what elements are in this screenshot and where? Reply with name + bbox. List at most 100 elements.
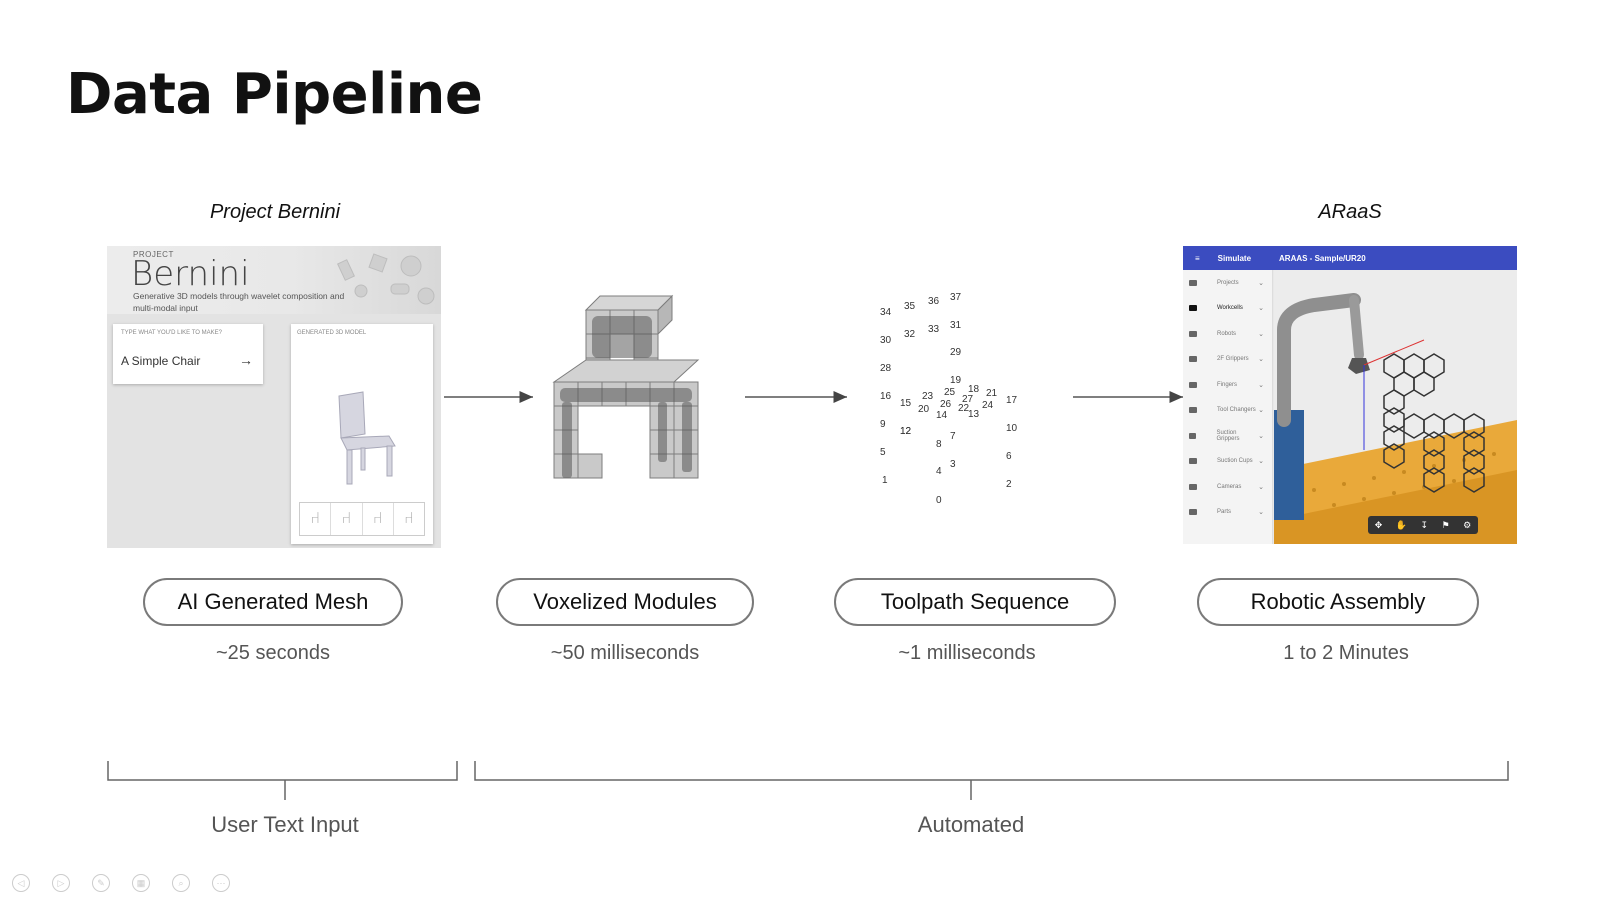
chevron-down-icon: ⌄ <box>1258 483 1264 491</box>
sidebar-item[interactable]: Suction Cups ⌄ <box>1183 449 1272 475</box>
bernini-model-header: GENERATED 3D MODEL <box>297 330 367 336</box>
simulate-label: Simulate <box>1217 253 1252 263</box>
down-arrow-icon[interactable]: ↧ <box>1420 519 1429 530</box>
toolpath-step-number: 29 <box>950 347 962 358</box>
sidebar-item[interactable]: Cameras⌄ <box>1183 474 1272 500</box>
folder-icon <box>1189 330 1197 337</box>
folder-icon <box>1189 509 1197 516</box>
settings-icon[interactable]: ⚙ <box>1463 519 1472 530</box>
chair-thumb-icon: ⑁ <box>404 510 414 527</box>
toolpath-step-number: 8 <box>936 439 942 450</box>
user-input-bracket <box>107 761 458 800</box>
chevron-down-icon: ⌄ <box>1258 458 1264 466</box>
decorative-shapes-icon <box>337 253 435 305</box>
chevron-down-icon: ⌄ <box>1258 509 1264 517</box>
toolpath-step-number: 23 <box>922 391 934 402</box>
chevron-down-icon: ⌄ <box>1258 305 1264 313</box>
toolpath-step-number: 26 <box>940 399 952 410</box>
toolpath-step-number: 28 <box>880 363 892 374</box>
folder-icon <box>1189 432 1197 439</box>
bernini-project-tag: PROJECT <box>133 250 174 259</box>
scene-toolbar[interactable]: ✥ ✋ ↧ ⚑ ⚙ <box>1368 516 1478 534</box>
sidebar-item[interactable]: 2F Grippers⌄ <box>1183 347 1272 373</box>
sidebar-item[interactable]: Tool Changers⌄ <box>1183 398 1272 424</box>
sidebar-item-label: Parts <box>1217 509 1232 516</box>
sidebar-item-label: Fingers <box>1217 381 1238 388</box>
folder-icon <box>1189 407 1197 414</box>
toolpath-step-number: 10 <box>1006 423 1018 434</box>
page-title: Data Pipeline <box>66 62 483 127</box>
toolpath-step-number: 32 <box>904 329 916 340</box>
sidebar-item-label: Suction Cups <box>1217 458 1253 465</box>
toolpath-step-number: 16 <box>880 391 892 402</box>
move-icon[interactable]: ✥ <box>1374 519 1383 530</box>
zoom-icon[interactable]: ⌕ <box>172 874 190 892</box>
toolpath-step-number: 17 <box>1006 395 1018 406</box>
step-pill-ai-mesh: AI Generated Mesh <box>143 578 403 626</box>
toolpath-step-number: 37 <box>950 292 962 303</box>
araas-screenshot: ≡ Simulate ARAAS - Sample/UR20 Projects⌄… <box>1183 246 1517 544</box>
step-time: ~1 milliseconds <box>898 642 1036 664</box>
arrow-right-icon: → <box>239 352 253 368</box>
chair-model-icon <box>338 391 396 485</box>
step-label: Toolpath Sequence <box>880 589 1070 614</box>
chevron-down-icon: ⌄ <box>1258 330 1264 338</box>
step-label: AI Generated Mesh <box>177 589 369 614</box>
bernini-input-header: TYPE WHAT YOU'D LIKE TO MAKE? <box>121 330 222 336</box>
step-pill-toolpath: Toolpath Sequence <box>834 578 1116 626</box>
chevron-down-icon: ⌄ <box>1258 407 1264 415</box>
pin-icon[interactable]: ⚑ <box>1441 519 1450 530</box>
sidebar-item-label: Workcells <box>1217 305 1243 312</box>
more-icon[interactable]: ⋯ <box>212 874 230 892</box>
previous-icon[interactable]: ◁ <box>12 874 30 892</box>
sidebar-item-label: Tool Changers <box>1217 407 1256 414</box>
hand-icon[interactable]: ✋ <box>1395 519 1408 530</box>
sidebar-item[interactable]: Parts ⌄ <box>1183 500 1272 526</box>
toolpath-step-number: 20 <box>918 404 930 415</box>
sidebar-item[interactable]: Fingers⌄ <box>1183 372 1272 398</box>
toolpath-step-number: 35 <box>904 301 916 312</box>
sidebar-item-label: 2F Grippers <box>1217 356 1249 363</box>
project-bernini-label: Project Bernini <box>209 201 341 223</box>
next-icon[interactable]: ▷ <box>52 874 70 892</box>
toolpath-step-number: 31 <box>950 320 962 331</box>
toolpath-step-number: 24 <box>982 400 994 411</box>
toolpath-step-number: 12 <box>900 426 912 437</box>
bernini-name: Bernini <box>131 254 250 294</box>
chevron-down-icon: ⌄ <box>1258 279 1264 287</box>
step-time: 1 to 2 Minutes <box>1283 642 1409 664</box>
step-label: Robotic Assembly <box>1250 589 1426 614</box>
sidebar-item[interactable]: Suction Grippers⌄ <box>1183 423 1272 449</box>
automated-bracket <box>474 761 1509 800</box>
chair-thumb-icon: ⑁ <box>363 503 394 535</box>
bernini-model-card: GENERATED 3D MODEL ⑁ ⑁ ⑁ ⑁ <box>291 324 433 544</box>
toolpath-step-number: 7 <box>950 431 956 442</box>
toolpath-step-number: 19 <box>950 375 962 386</box>
folder-icon <box>1189 305 1197 312</box>
pen-icon[interactable]: ✎ <box>92 874 110 892</box>
slideshow-controls: ◁ ▷ ✎ ▦ ⌕ ⋯ <box>12 874 230 892</box>
toolpath-step-number: 14 <box>936 410 948 421</box>
toolpath-step-number: 5 <box>880 447 886 458</box>
folder-icon <box>1189 279 1197 286</box>
toolpath-step-number: 2 <box>1006 479 1012 490</box>
toolpath-step-number: 25 <box>944 387 956 398</box>
bernini-prompt-text: A Simple Chair <box>121 354 201 368</box>
folder-icon <box>1189 483 1197 490</box>
folder-icon <box>1189 458 1197 465</box>
sidebar-item[interactable]: Robots⌄ <box>1183 321 1272 347</box>
bernini-thumbnails: ⑁ ⑁ ⑁ ⑁ <box>299 502 425 536</box>
sidebar-item[interactable]: Workcells ⌄ <box>1183 296 1272 322</box>
toolpath-step-number: 30 <box>880 335 892 346</box>
sidebar-item[interactable]: Projects⌄ <box>1183 270 1272 296</box>
toolpath-step-number: 15 <box>900 398 912 409</box>
araas-topbar: ≡ Simulate ARAAS - Sample/UR20 <box>1183 246 1517 270</box>
toolpath-step-number: 33 <box>928 324 940 335</box>
bernini-screenshot: PROJECT Bernini Generative 3D models thr… <box>107 246 441 548</box>
user-text-input-label: User Text Input <box>211 812 359 837</box>
slides-icon[interactable]: ▦ <box>132 874 150 892</box>
toolpath-step-number: 27 <box>962 394 974 405</box>
toolpath-step-number: 9 <box>880 419 886 430</box>
